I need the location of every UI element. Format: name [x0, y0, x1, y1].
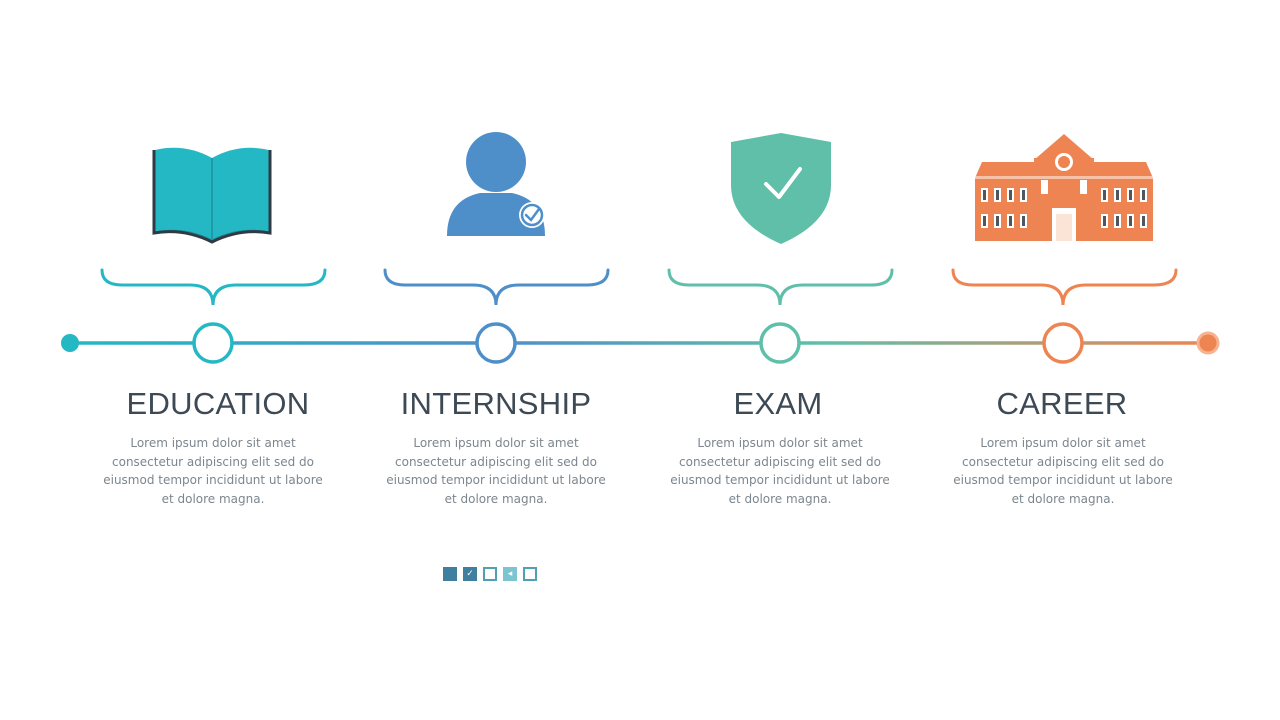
step-description-exam: Lorem ipsum dolor sit amet consectetur a… [670, 436, 890, 506]
brace-internship [383, 268, 610, 306]
step-description-internship: Lorem ipsum dolor sit amet consectetur a… [386, 436, 606, 506]
pager-dot-2[interactable]: ✓ [463, 567, 477, 581]
step-title-exam: EXAM [733, 386, 823, 421]
milestone-node-exam[interactable] [759, 322, 801, 364]
user-check-icon [447, 132, 545, 236]
brace-career [951, 268, 1178, 306]
timeline-start-dot [61, 334, 79, 352]
step-title-career: CAREER [996, 386, 1128, 421]
step-title-education: EDUCATION [126, 386, 310, 421]
step-description-education: Lorem ipsum dolor sit amet consectetur a… [103, 436, 323, 506]
milestone-node-career[interactable] [1042, 322, 1084, 364]
milestone-node-internship[interactable] [475, 322, 517, 364]
pager-dot-5[interactable] [523, 567, 537, 581]
pager-dot-1[interactable] [443, 567, 457, 581]
pager-dot-4[interactable]: ◂ [503, 567, 517, 581]
timeline-end-dot [1196, 331, 1220, 355]
shield-check-icon [731, 133, 831, 244]
brace-education [100, 268, 327, 306]
school-building-icon [975, 134, 1153, 241]
pager: ✓ ◂ [443, 567, 537, 581]
brace-exam [667, 268, 894, 306]
open-book-icon [152, 147, 272, 244]
step-title-internship: INTERNSHIP [400, 386, 592, 421]
step-description-career: Lorem ipsum dolor sit amet consectetur a… [953, 436, 1173, 506]
milestone-node-education[interactable] [192, 322, 234, 364]
pager-dot-3[interactable] [483, 567, 497, 581]
